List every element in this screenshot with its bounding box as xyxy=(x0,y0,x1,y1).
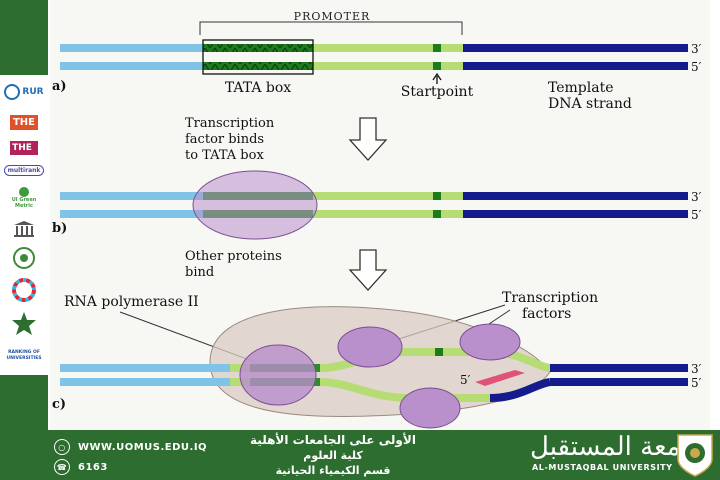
university-name-english: AL-MUSTAQBAL UNIVERSITY xyxy=(532,463,673,472)
tata-box-label: TATA box xyxy=(225,80,291,96)
rna-transcript xyxy=(475,370,525,386)
promoter-bracket xyxy=(199,21,463,35)
tfiid-protein-c xyxy=(239,344,317,406)
tf-label-line2: factors xyxy=(522,306,571,322)
ui-greenmetric-logo: UI Green Metric xyxy=(4,183,44,213)
tf-protein-top-right xyxy=(459,323,521,361)
arabic-line3: قسم الكيمياء الحياتية xyxy=(275,464,391,477)
promoter-label: PROMOTER xyxy=(294,10,371,23)
institution-columns-icon xyxy=(4,219,44,239)
rur-logo: RUR xyxy=(4,81,44,103)
panel-c-label: c) xyxy=(52,397,66,412)
strand-5-label-b: 5′ xyxy=(691,208,702,222)
step2-line1: Other proteins xyxy=(185,249,282,264)
step1-line3: to TATA box xyxy=(185,148,264,163)
strand-5-label: 5′ xyxy=(691,60,702,74)
tf-label-line1: Transcription xyxy=(502,290,598,306)
transcription-diagram: a) PROMOTER 3′ 5′ TATA box Startpoint xyxy=(50,0,710,430)
down-arrow-1 xyxy=(348,117,388,161)
footer-bar xyxy=(0,430,720,480)
phone-icon: ☎ xyxy=(54,459,70,475)
strand-3-label-b: 3′ xyxy=(691,190,702,204)
template-label-line1: Template xyxy=(548,80,614,96)
rna-5-label: 5′ xyxy=(460,373,471,387)
rna-polymerase-label: RNA polymerase II xyxy=(64,294,199,310)
website-row: ○ WWW.UOMUS.EDU.IQ xyxy=(54,439,207,455)
tata-box-frame xyxy=(202,39,314,75)
seal-logo xyxy=(4,245,44,271)
step1-line1: Transcription xyxy=(185,116,275,131)
ranking-universities-logo: RANKING OF UNIVERSITIES xyxy=(6,350,42,361)
arabic-line2: كلية العلوم xyxy=(303,449,363,462)
strand-3-label-c: 3′ xyxy=(691,362,702,376)
diagram-canvas: a) PROMOTER 3′ 5′ TATA box Startpoint xyxy=(52,10,702,429)
tf-protein-bottom xyxy=(399,387,461,429)
globe-icon: ○ xyxy=(54,439,70,455)
strand-5-label-c: 5′ xyxy=(691,376,702,390)
ranking-logos-panel: RUR THE THE multirank UI Green Metric RA… xyxy=(0,75,48,375)
website-link[interactable]: WWW.UOMUS.EDU.IQ xyxy=(78,441,208,453)
sdg-wheel-icon xyxy=(4,277,44,303)
startpoint-arrow xyxy=(432,72,442,84)
tf-protein-top xyxy=(337,326,403,368)
multirank-logo: multirank xyxy=(3,161,45,179)
step1-line2: factor binds xyxy=(185,132,264,147)
university-crest-icon xyxy=(677,434,713,477)
panel-a: a) PROMOTER 3′ 5′ TATA box Startpoint xyxy=(52,10,702,112)
panel-b-label: b) xyxy=(52,221,67,236)
arabic-line1: الأولى على الجامعات الأهلية xyxy=(250,433,416,447)
panel-a-label: a) xyxy=(52,79,67,94)
template-label-line2: DNA strand xyxy=(548,96,632,112)
university-name-arabic: جامعة المستقبل xyxy=(530,432,705,462)
step2-line2: bind xyxy=(185,265,214,280)
the-logo: THE xyxy=(4,111,44,133)
startpoint-label: Startpoint xyxy=(401,84,474,100)
arab-ranking-logo xyxy=(4,309,44,339)
phone-number: 6163 xyxy=(78,461,108,473)
the-impact-logo: THE xyxy=(4,137,44,159)
panel-c: c) RNA polymerase II Transcription facto… xyxy=(52,290,702,429)
down-arrow-2 xyxy=(348,249,388,291)
phone-row: ☎ 6163 xyxy=(54,459,108,475)
panel-b: b) 3′ 5′ xyxy=(52,170,702,240)
tfiid-protein xyxy=(192,170,318,240)
strand-3-label: 3′ xyxy=(691,42,702,56)
